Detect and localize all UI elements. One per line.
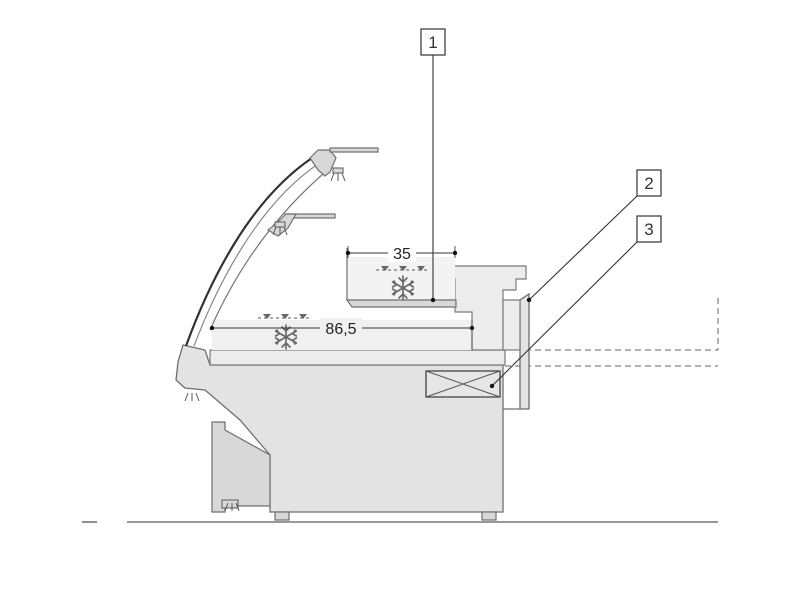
dimension-base-shelf: 86,5	[209, 318, 475, 350]
cabinet-feet	[221, 499, 497, 521]
dimension-upper-shelf: 35	[345, 244, 458, 263]
svg-text:3: 3	[644, 220, 653, 239]
svg-text:2: 2	[644, 174, 653, 193]
air-outlet-icon	[184, 167, 346, 512]
rear-service-panel	[502, 299, 521, 351]
evaporator-unit	[425, 370, 501, 398]
display-deck	[209, 349, 506, 366]
callout-1: 1	[420, 28, 446, 303]
dimension-label-base: 86,5	[325, 321, 356, 338]
curved-glass-front	[184, 157, 331, 347]
airflow-markers	[258, 266, 430, 319]
svg-text:1: 1	[428, 33, 437, 52]
upper-shelf	[345, 299, 457, 308]
callout-2: 2	[526, 169, 662, 303]
compressor-housing	[211, 421, 271, 513]
cabinet-body	[175, 292, 530, 513]
callout-3: 3	[489, 215, 662, 389]
dimension-label-upper: 35	[393, 246, 411, 263]
